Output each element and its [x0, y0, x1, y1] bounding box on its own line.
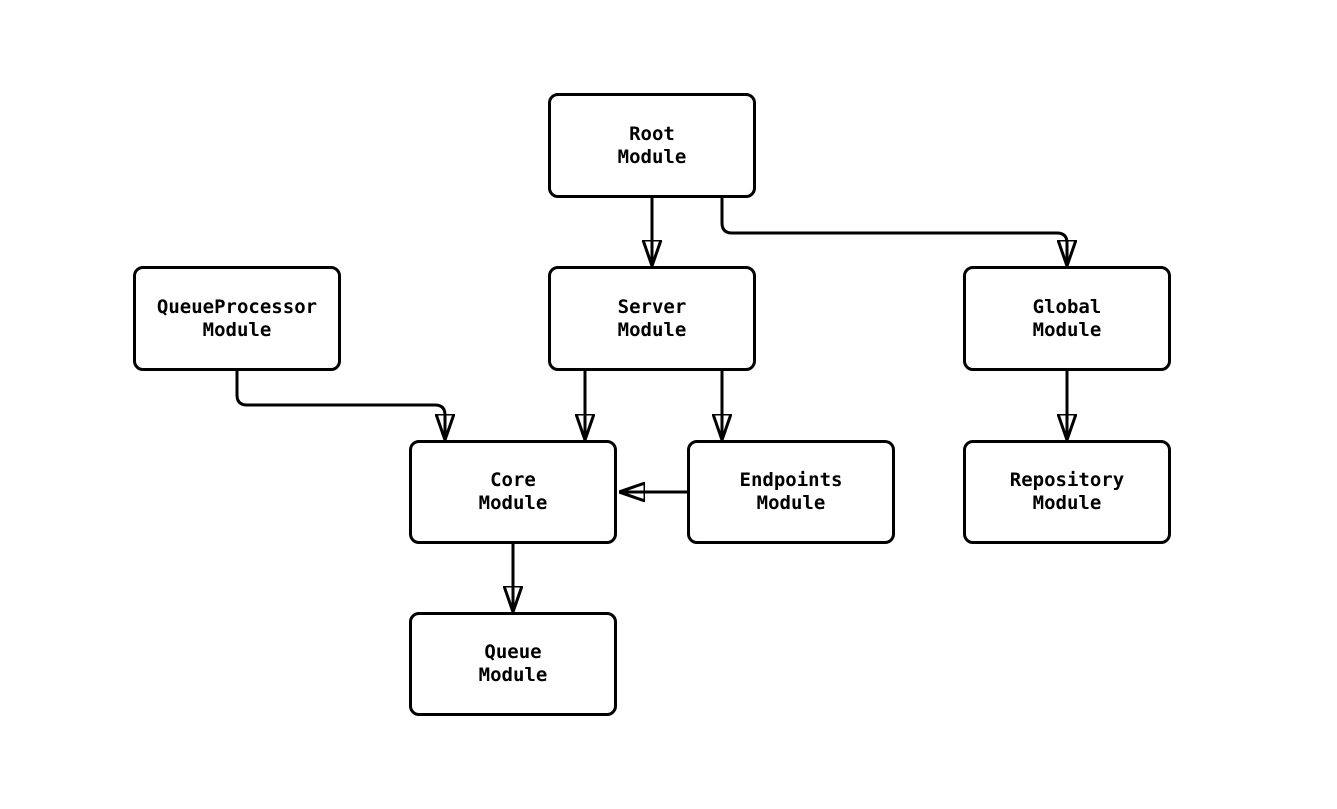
node-repository-module: Repository Module — [963, 440, 1171, 544]
node-label: Core Module — [478, 469, 548, 514]
node-label: Root Module — [617, 122, 687, 168]
node-queueprocessor-module: QueueProcessor Module — [133, 266, 341, 371]
node-label: Server Module — [617, 295, 687, 341]
node-label: Endpoints Module — [739, 469, 843, 514]
node-label: Global Module — [1032, 295, 1102, 341]
node-queue-module: Queue Module — [409, 612, 617, 716]
edge-root-global — [720, 197, 1067, 265]
node-label: Repository Module — [1009, 469, 1125, 514]
edge-queueprocessor-core — [235, 371, 445, 439]
node-label: QueueProcessor Module — [156, 295, 318, 341]
node-root-module: Root Module — [548, 93, 756, 198]
node-server-module: Server Module — [548, 266, 756, 371]
node-endpoints-module: Endpoints Module — [687, 440, 895, 544]
node-label: Queue Module — [478, 641, 548, 686]
node-core-module: Core Module — [409, 440, 617, 544]
node-global-module: Global Module — [963, 266, 1171, 371]
